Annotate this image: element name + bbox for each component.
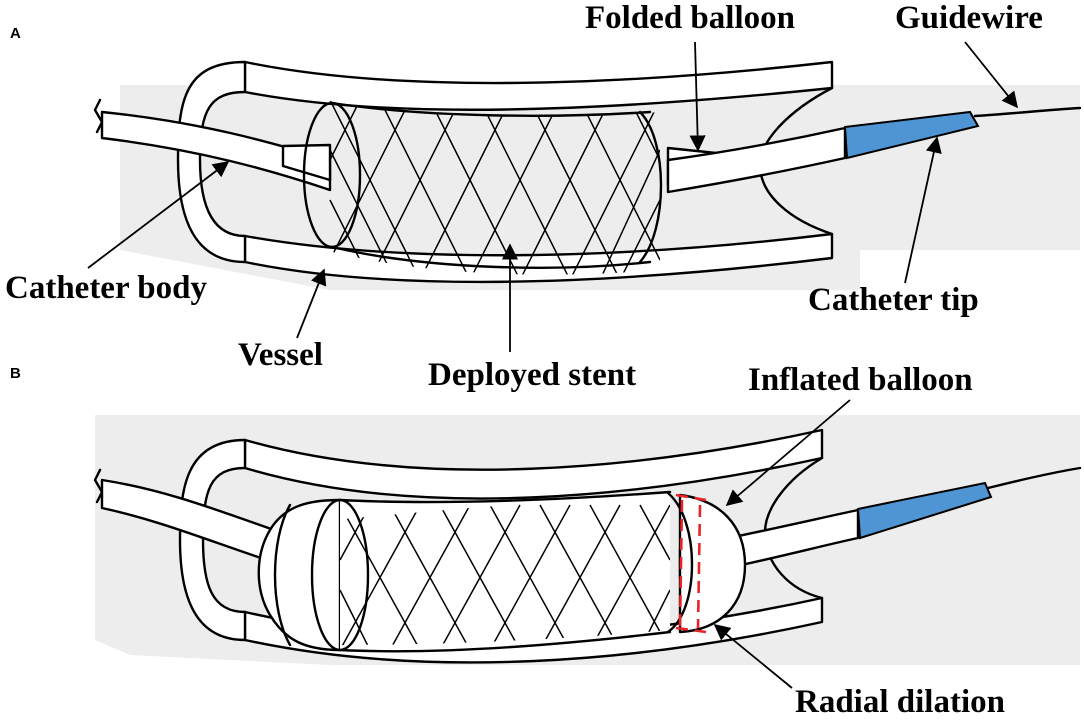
arrow-vessel: [296, 268, 327, 339]
label-catheter-body: Catheter body: [5, 270, 207, 306]
catheter-tip-a: [843, 110, 980, 160]
label-guidewire: Guidewire: [895, 0, 1043, 36]
panel-a: A: [5, 0, 1082, 393]
panel-b: B: [10, 362, 1082, 720]
arrow-guidewire: [964, 41, 1019, 109]
label-catheter-tip: Catheter tip: [808, 282, 979, 318]
radial-dilation-marks: [675, 493, 707, 634]
label-deployed-stent: Deployed stent: [428, 357, 636, 393]
label-inflated-balloon: Inflated balloon: [748, 362, 973, 398]
deployed-stent-a: [302, 100, 663, 275]
vessel-a: [176, 60, 834, 284]
guidewire-b: [986, 466, 1082, 490]
arrow-inflated-balloon: [725, 399, 851, 507]
arrow-catheter-body: [87, 161, 230, 269]
panel-letter-b: B: [10, 365, 21, 382]
arrow-radial-dilation: [713, 623, 793, 689]
panel-letter-a: A: [10, 25, 21, 42]
label-radial-dilation: Radial dilation: [795, 684, 1005, 720]
deployed-stent-b: [310, 490, 694, 653]
guidewire-a: [973, 106, 1082, 118]
catheter-body-a: [93, 98, 847, 194]
label-folded-balloon: Folded balloon: [585, 0, 795, 36]
catheter-tip-b: [856, 481, 993, 540]
label-vessel: Vessel: [238, 337, 323, 373]
inflated-balloon-b: [257, 493, 747, 652]
arrow-folded-balloon: [689, 41, 706, 152]
arrow-catheter-tip: [904, 136, 942, 284]
